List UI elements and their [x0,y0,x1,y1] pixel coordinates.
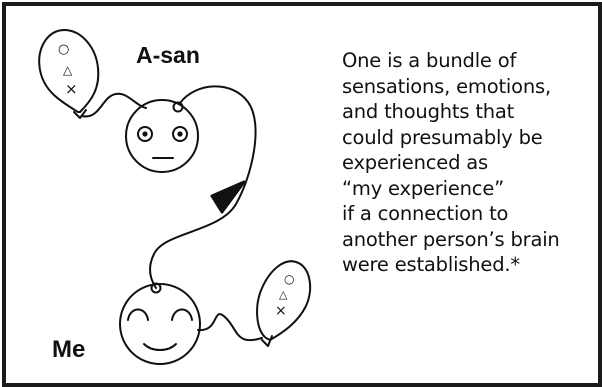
me-connection-port [150,282,162,294]
connection-arrow-icon [210,180,246,214]
caption-line: another person’s brain [342,227,560,251]
brain-connection-wire [149,85,257,289]
me-balloon-string [197,313,263,341]
me-cross-symbol: × [275,303,287,319]
a-san-cross-symbol: × [65,80,78,98]
a-san-right-eye [172,126,188,142]
caption-line: if a connection to [342,202,509,225]
me-balloon-outline [256,260,312,341]
a-san-circle-symbol: ○ [58,42,69,57]
a-san-connection-port [172,101,184,113]
a-san-left-eye [137,126,153,142]
a-san-triangle-symbol: △ [63,63,73,77]
me-thought-balloon: ○ △ × [256,260,312,347]
me-mouth [143,343,177,351]
caption-line: One is a bundle of [342,49,517,72]
me-circle-symbol: ○ [284,272,294,286]
caption-line: could presumably be [342,125,543,149]
me-right-eye [171,308,193,321]
a-san-label: A-san [136,42,200,68]
caption-line: experienced as [342,151,488,174]
me-left-eye [127,308,149,321]
me-triangle-symbol: △ [279,288,288,301]
caption-line: were established.* [342,253,520,276]
a-san-face [125,99,199,173]
caption-text: One is a bundle of sensations, emotions,… [342,48,602,278]
a-san-balloon-outline [38,29,100,113]
caption-line: sensations, emotions, [342,74,551,98]
me-label: Me [52,336,86,363]
a-san-balloon-knot [73,109,87,119]
caption-line: and thoughts that [342,100,515,123]
me-face [119,282,201,365]
me-head [119,283,201,365]
a-san-right-pupil [177,131,183,137]
caption-line: “my experience” [342,176,505,200]
a-san-head [125,99,199,173]
me-balloon-knot [261,335,273,347]
a-san-balloon-string [81,92,147,118]
a-san-thought-balloon: ○ △ × [38,29,100,119]
a-san-left-pupil [142,131,148,137]
